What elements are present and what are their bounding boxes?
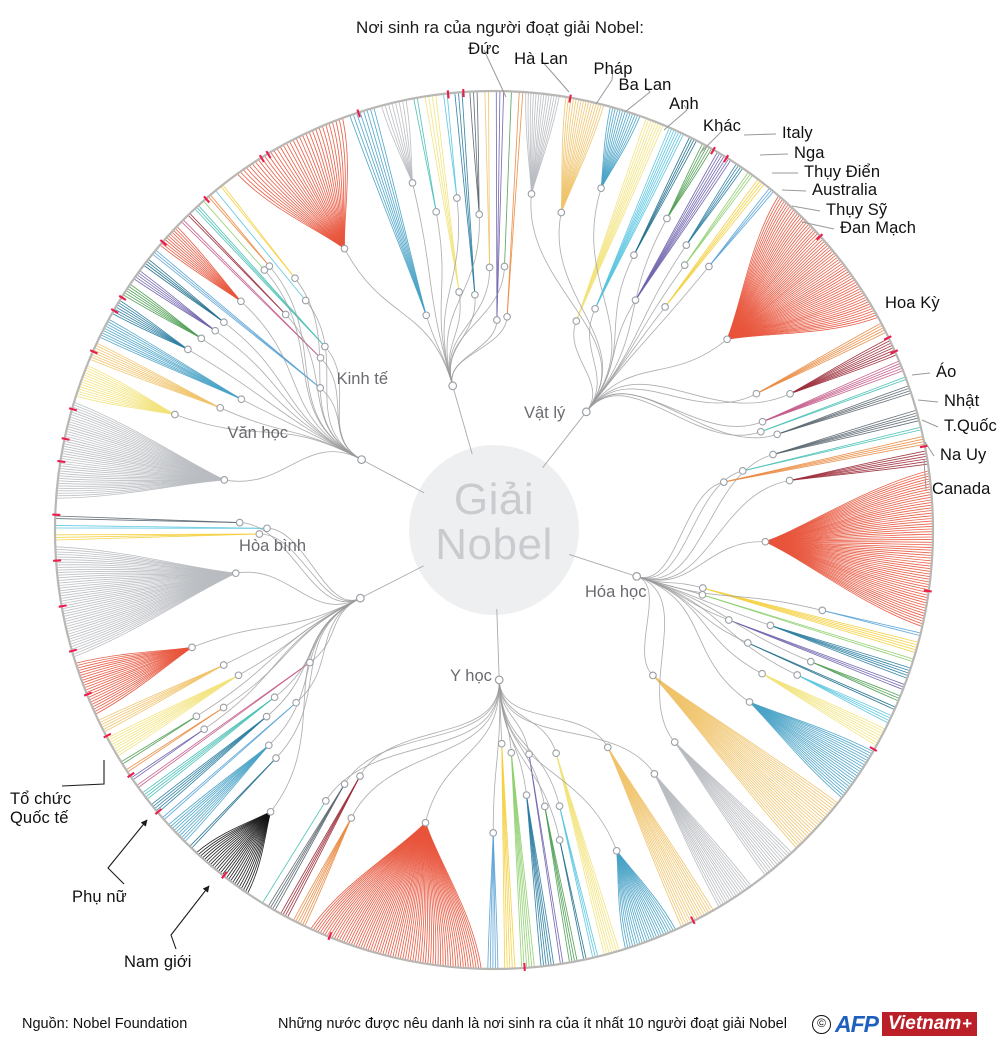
annotation-line1: Phụ nữ — [72, 888, 127, 906]
copyright-icon: © — [812, 1014, 831, 1034]
category-label-1: Kinh tế — [336, 370, 388, 388]
country-label-5: Anh — [669, 95, 699, 113]
country-label-4: Ba Lan — [618, 76, 672, 94]
country-label-7: Italy — [782, 124, 813, 142]
country-label-3: Pháp — [593, 60, 633, 78]
source-text: Nguồn: Nobel Foundation — [22, 1016, 188, 1032]
country-label-9: Thụy Điển — [804, 163, 881, 181]
country-label-14: Áo — [936, 363, 957, 381]
category-label-4: Y học — [450, 667, 492, 685]
center-hub-label: Giải Nobel — [374, 475, 614, 569]
center-label-line2: Nobel — [435, 519, 553, 569]
center-label-line1: Giải — [453, 475, 535, 524]
country-label-18: Canada — [932, 480, 991, 498]
annotation-label-2: Phụ nữ — [72, 888, 127, 907]
country-label-17: Na Uy — [940, 446, 987, 464]
country-label-2: Hà Lan — [514, 50, 568, 68]
country-label-1: Đức — [468, 40, 500, 58]
country-label-15: Nhật — [944, 392, 980, 410]
annotation-line1: Nam giới — [124, 953, 192, 971]
country-label-10: Australia — [812, 181, 878, 199]
category-label-5: Hòa bình — [239, 537, 306, 555]
country-label-11: Thụy Sỹ — [826, 201, 888, 219]
country-label-12: Đan Mạch — [840, 219, 917, 237]
country-label-6: Khác — [702, 117, 742, 135]
chart-title: Nơi sinh ra của người đoạt giải Nobel: — [356, 18, 644, 37]
annotation-line1: Tổ chức — [10, 790, 72, 808]
category-label-2: Vật lý — [524, 404, 566, 422]
plus-icon: + — [962, 1014, 973, 1033]
vietnam-text: Vietnam — [888, 1013, 962, 1034]
category-label-6: Văn học — [227, 424, 288, 442]
afp-vietnam-logo: © AFP Vietnam+ — [812, 1010, 978, 1037]
category-label-3: Hóa học — [585, 583, 647, 601]
annotation-line2: Quốc tế — [10, 809, 69, 827]
country-label-8: Nga — [794, 144, 825, 162]
vietnamplus-wordmark: Vietnam+ — [882, 1012, 978, 1036]
footnote-text: Những nước được nêu danh là nơi sinh ra … — [278, 1016, 787, 1032]
country-label-16: T.Quốc — [944, 417, 997, 435]
country-label-13: Hoa Kỳ — [885, 294, 940, 312]
afp-wordmark: AFP — [835, 1010, 879, 1037]
annotation-label-3: Nam giới — [124, 953, 192, 972]
